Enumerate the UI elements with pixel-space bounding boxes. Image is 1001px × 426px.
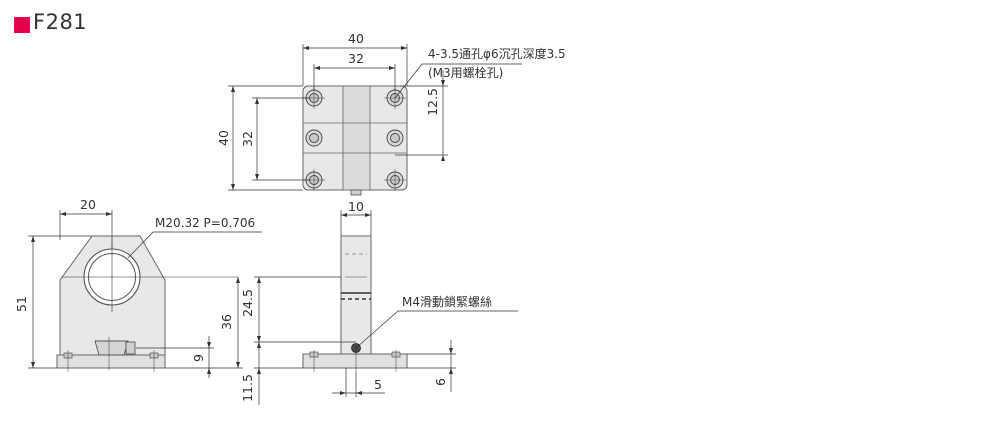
dim-screw-offset: 5 <box>374 377 382 392</box>
top-view-post <box>342 85 371 191</box>
front-view-base <box>56 354 166 369</box>
hole-note-line2: (M3用螺栓孔) <box>428 65 503 80</box>
dim-base-height: 11.5 <box>240 374 255 402</box>
dim-post-height: 24.5 <box>240 289 255 317</box>
model-title: F281 <box>33 10 88 34</box>
front-view-clamp-block <box>94 340 129 356</box>
side-view: 10 M4滑動鎖緊螺絲 24.5 11.5 5 <box>240 199 518 405</box>
title-marker-icon <box>14 17 30 33</box>
top-view-hole-mr <box>386 129 404 147</box>
dim-bore-offset: 20 <box>80 197 96 212</box>
top-view: 40 32 40 32 <box>216 31 566 196</box>
dim-overall-height: 40 <box>216 130 231 146</box>
dim-hole-pitch-y: 32 <box>240 131 255 147</box>
lock-screw-note: M4滑動鎖緊螺絲 <box>402 294 492 309</box>
dim-base-thickness: 6 <box>433 378 448 386</box>
top-view-hole-br <box>384 169 406 191</box>
dim-hole-pitch-x: 32 <box>348 51 364 66</box>
side-view-post <box>340 235 372 355</box>
top-view-hole-ml <box>305 129 323 147</box>
dim-total-height: 51 <box>14 296 29 312</box>
front-view: 20 M20.32 P=0.706 51 36 9 <box>14 197 262 378</box>
front-view-lock-screw <box>125 341 136 355</box>
top-view-lock-screw <box>350 189 362 196</box>
hole-note-line1: 4-3.5通孔φ6沉孔深度3.5 <box>428 46 566 61</box>
side-view-base <box>302 353 408 369</box>
dim-center-offset: 12.5 <box>425 88 440 116</box>
dim-center-height: 36 <box>219 314 234 330</box>
dim-screw-height: 9 <box>191 354 206 362</box>
dim-post-width: 10 <box>348 199 364 214</box>
thread-note: M20.32 P=0.706 <box>155 216 255 230</box>
dim-overall-width: 40 <box>348 31 364 46</box>
